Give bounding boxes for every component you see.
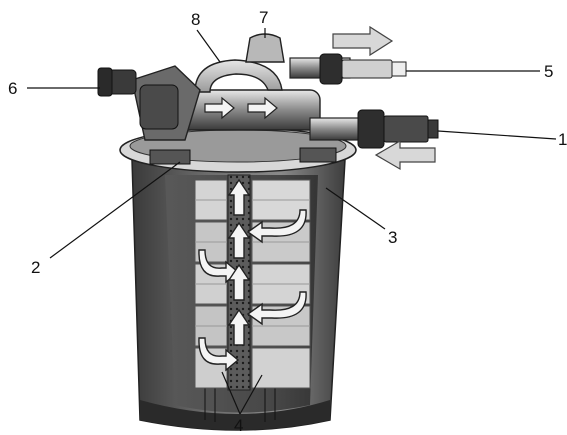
callout-5: 5 — [544, 62, 553, 81]
control-unit — [131, 65, 201, 141]
callout-3: 3 — [388, 228, 397, 247]
inlet-flow-arrow — [374, 139, 436, 171]
inlet-connector — [309, 109, 439, 149]
callout-7: 7 — [259, 8, 268, 27]
callout-6: 6 — [8, 79, 17, 98]
flow-arrows — [198, 178, 307, 372]
leader-line-2 — [49, 161, 181, 259]
leader-line-4a — [221, 371, 241, 415]
outlet-flow-arrow — [332, 25, 394, 57]
callout-2: 2 — [31, 258, 40, 277]
callout-4: 4 — [234, 416, 243, 435]
leader-line-3 — [325, 187, 386, 230]
callout-1: 1 — [558, 130, 567, 149]
leader-line-1 — [437, 130, 557, 140]
left-connector — [97, 67, 137, 97]
callout-8: 8 — [191, 10, 200, 29]
top-knob — [245, 33, 285, 63]
leader-line-8 — [196, 29, 221, 63]
leader-line-4b — [239, 374, 263, 415]
cleaning-handle — [194, 59, 283, 93]
outlet-connector — [289, 53, 407, 85]
